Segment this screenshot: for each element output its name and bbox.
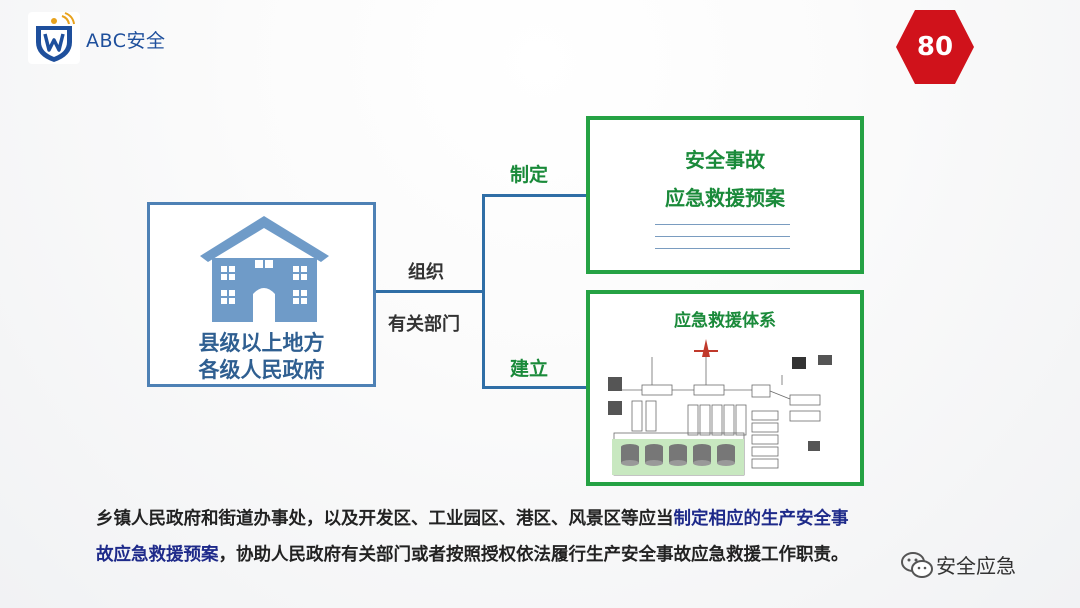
plan-rule xyxy=(655,224,790,225)
plan-rule xyxy=(655,248,790,249)
government-label: 县级以上地方 各级人民政府 xyxy=(150,330,373,384)
connector-main xyxy=(376,290,483,293)
paragraph-line1: 乡镇人民政府和街道办事处，以及开发区、工业园区、港区、风景区等应当制定相应的生产… xyxy=(96,502,849,536)
government-building-icon xyxy=(200,216,329,322)
paragraph-part1: 乡镇人民政府和街道办事处，以及开发区、工业园区、港区、风景区等应当 xyxy=(96,509,674,529)
paragraph-part2: ，协助人民政府有关部门或者按照授权依法履行生产安全事故应急救援工作职责。 xyxy=(218,545,849,565)
system-title: 应急救援体系 xyxy=(674,311,776,331)
page-number: 80 xyxy=(916,32,954,62)
paragraph-highlight1: 制定相应的生产安全事 xyxy=(673,509,849,529)
plan-title-line2: 应急救援预案 xyxy=(665,186,785,210)
connector-bottom xyxy=(482,386,586,389)
plan-rule xyxy=(655,236,790,237)
page-number-badge xyxy=(896,10,974,84)
brand-name: ABC安全 xyxy=(86,30,166,52)
label-establish: 建立 xyxy=(510,358,549,380)
label-formulate: 制定 xyxy=(510,164,549,186)
paragraph-line2: 故应急救援预案，协助人民政府有关部门或者按照授权依法履行生产安全事故应急救援工作… xyxy=(96,538,849,572)
emergency-system-diagram xyxy=(602,335,852,477)
wechat-icon xyxy=(901,552,933,578)
emergency-plan-box xyxy=(586,116,864,274)
watermark-text: 安全应急 xyxy=(936,554,1016,578)
plan-title-line1: 安全事故 xyxy=(685,148,765,172)
government-label-line2: 各级人民政府 xyxy=(198,358,325,382)
label-departments: 有关部门 xyxy=(388,314,460,335)
brand-logo-icon xyxy=(28,12,80,64)
label-organize: 组织 xyxy=(408,262,444,283)
government-label-line1: 县级以上地方 xyxy=(198,331,325,355)
connector-top xyxy=(482,194,586,197)
connector-vertical xyxy=(482,194,485,389)
paragraph-highlight2: 故应急救援预案 xyxy=(96,545,219,565)
